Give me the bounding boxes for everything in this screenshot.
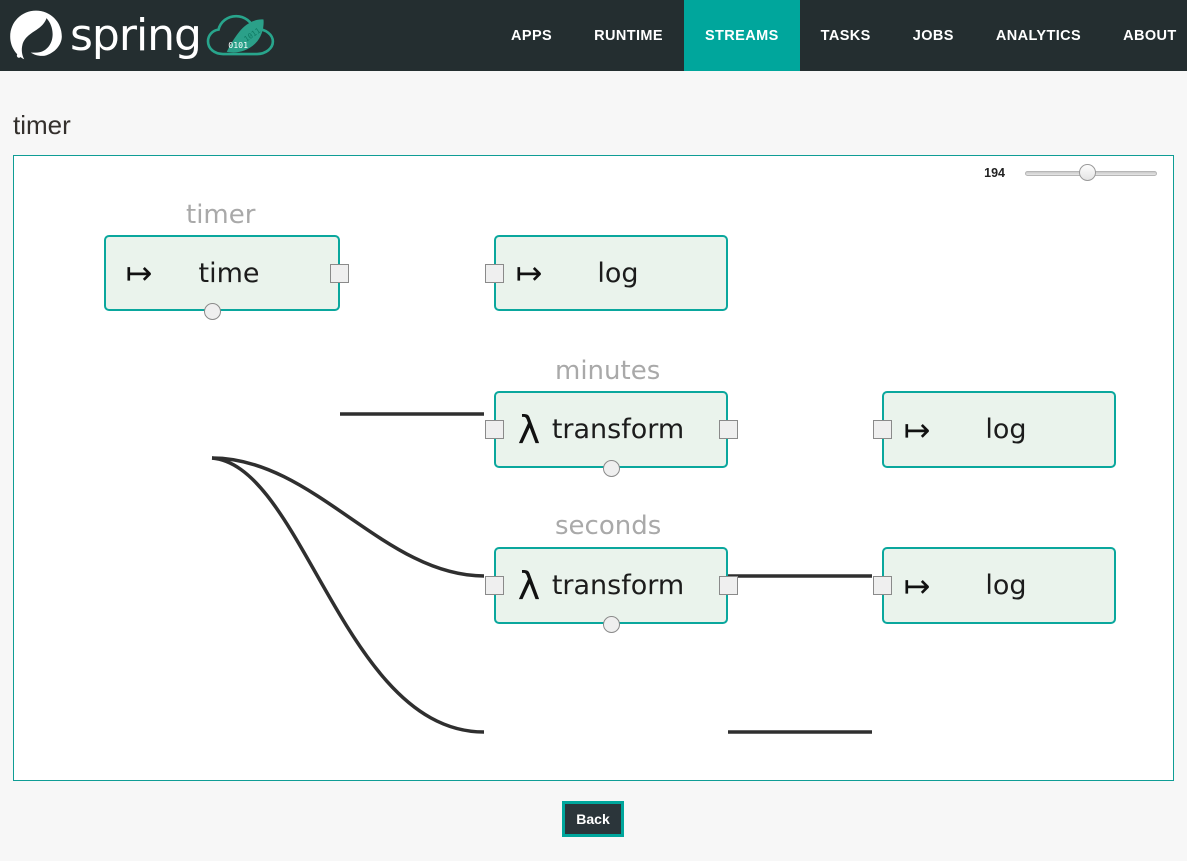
group-label-minutes: minutes	[555, 356, 661, 386]
port-transform-seconds-output[interactable]	[719, 576, 738, 595]
maps-to-icon: ↦	[903, 566, 931, 605]
graph-area: timer minutes seconds ↦ time ↦ log λ tra…	[14, 156, 1173, 780]
node-transform-seconds[interactable]: λ transform	[494, 547, 728, 624]
back-button[interactable]: Back	[562, 801, 624, 837]
maps-to-icon: ↦	[903, 410, 931, 449]
edge-time-to-transform-minutes	[211, 456, 485, 578]
group-label-seconds: seconds	[555, 511, 662, 541]
node-log-minutes-label: log	[985, 414, 1027, 445]
node-time[interactable]: ↦ time	[104, 235, 340, 311]
nav-item-about[interactable]: ABOUT	[1123, 27, 1177, 44]
node-transform-seconds-label: transform	[551, 570, 685, 601]
node-transform-minutes[interactable]: λ transform	[494, 391, 728, 468]
edge-time-to-transform-seconds	[211, 456, 485, 734]
spring-leaf-logo-icon	[10, 10, 62, 59]
top-navbar: spring 0101 1011 APPS RUNTIME STREAMS TA…	[0, 0, 1187, 71]
maps-to-icon: ↦	[515, 254, 543, 292]
maps-to-icon: ↦	[125, 254, 153, 292]
port-transform-seconds-input[interactable]	[485, 576, 504, 595]
node-time-label: time	[198, 257, 260, 289]
port-log-top-input[interactable]	[485, 264, 504, 283]
svg-text:0101: 0101	[228, 40, 248, 50]
stream-graph-canvas[interactable]: 194 timer minutes seconds ↦ time	[13, 155, 1174, 781]
port-transform-minutes-output[interactable]	[719, 420, 738, 439]
lambda-icon: λ	[517, 563, 541, 608]
zoom-control: 194	[984, 164, 1157, 182]
nav-items: APPS RUNTIME STREAMS TASKS JOBS ANALYTIC…	[490, 0, 1187, 71]
nav-item-streams[interactable]: STREAMS	[683, 0, 800, 71]
spring-cloud-dataflow-logo-icon: 0101 1011	[206, 14, 275, 55]
page-title: timer	[13, 110, 71, 140]
brand-wordmark: spring	[70, 9, 202, 61]
nav-item-analytics[interactable]: ANALYTICS	[995, 27, 1082, 44]
nav-item-runtime[interactable]: RUNTIME	[594, 27, 663, 44]
zoom-value-label: 194	[984, 166, 1005, 180]
nav-item-jobs[interactable]: JOBS	[912, 27, 954, 44]
port-transform-minutes-input[interactable]	[485, 420, 504, 439]
node-log-seconds[interactable]: ↦ log	[882, 547, 1116, 624]
zoom-slider[interactable]	[1025, 164, 1157, 182]
port-transform-seconds-tap[interactable]	[603, 616, 620, 633]
port-time-tap[interactable]	[204, 303, 221, 320]
group-label-timer: timer	[186, 200, 256, 230]
brand-logo-group[interactable]: spring 0101 1011	[8, 0, 277, 71]
lambda-icon: λ	[517, 407, 541, 452]
node-log-minutes[interactable]: ↦ log	[882, 391, 1116, 468]
node-log-top[interactable]: ↦ log	[494, 235, 728, 311]
node-log-seconds-label: log	[985, 570, 1027, 601]
port-log-seconds-input[interactable]	[873, 576, 892, 595]
port-transform-minutes-tap[interactable]	[603, 460, 620, 477]
port-time-output[interactable]	[330, 264, 349, 283]
nav-item-tasks[interactable]: TASKS	[820, 27, 871, 44]
node-log-top-label: log	[597, 257, 639, 289]
port-log-minutes-input[interactable]	[873, 420, 892, 439]
zoom-slider-thumb[interactable]	[1079, 164, 1096, 181]
node-transform-minutes-label: transform	[551, 414, 685, 445]
nav-item-apps[interactable]: APPS	[511, 27, 553, 44]
